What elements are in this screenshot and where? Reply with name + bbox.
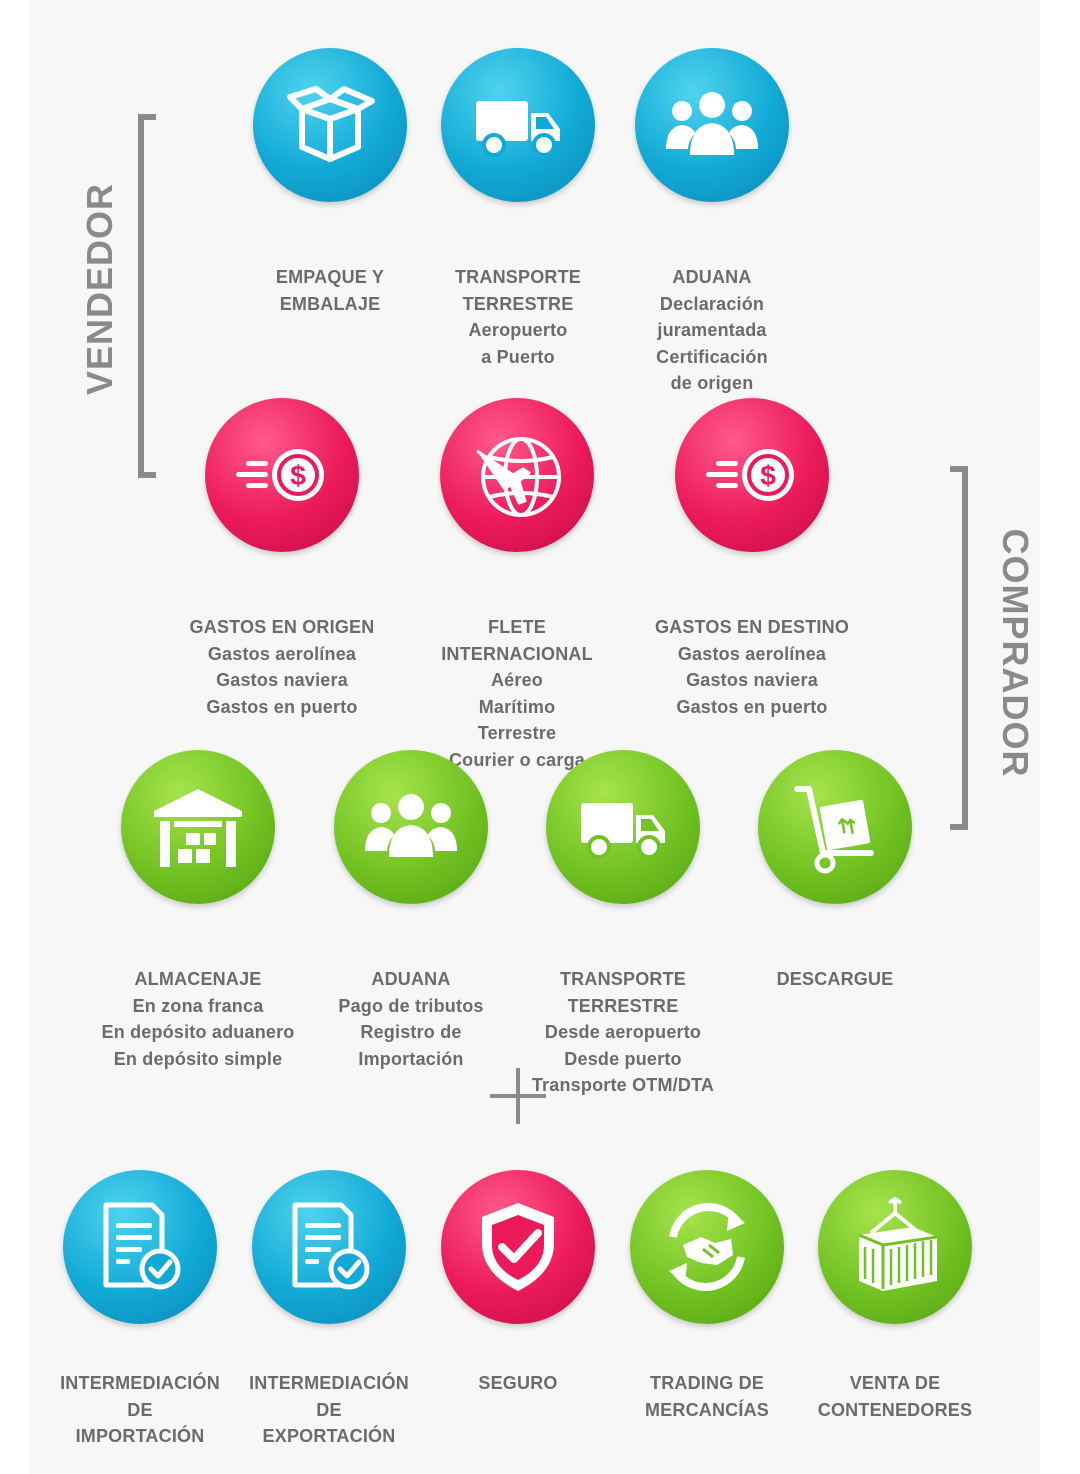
plus-icon xyxy=(490,1068,546,1124)
service-label: FLETE INTERNACIONAL Aéreo Marítimo Terre… xyxy=(441,617,593,770)
people-icon xyxy=(365,794,457,857)
svg-text:$: $ xyxy=(290,460,306,491)
service-trading: TRADING DE MERCANCÍAS xyxy=(587,1170,827,1423)
service-label: ADUANA Declaración juramentada Certifica… xyxy=(656,267,768,393)
truck-icon xyxy=(581,803,665,859)
service-label: TRADING DE MERCANCÍAS xyxy=(644,1373,769,1420)
service-transporte-comprador: TRANSPORTE TERRESTRE Desde aeropuerto De… xyxy=(503,750,743,1099)
shield-check-icon xyxy=(482,1203,554,1291)
handshake-icon xyxy=(669,1203,745,1291)
service-label: TRANSPORTE TERRESTRE Desde aeropuerto De… xyxy=(531,969,715,1095)
service-intermediacion-importacion: INTERMEDIACIÓN DE IMPORTACIÓN xyxy=(20,1170,260,1450)
service-circle xyxy=(630,1170,784,1324)
service-label: EMPAQUE Y EMBALAJE xyxy=(275,267,385,314)
svg-text:$: $ xyxy=(760,460,776,491)
seller-label: VENDEDOR xyxy=(79,182,120,395)
service-circle xyxy=(758,750,912,904)
service-circle xyxy=(635,48,789,202)
service-circle: $ xyxy=(675,398,829,552)
service-circle xyxy=(818,1170,972,1324)
service-circle xyxy=(441,48,595,202)
service-flete-internacional: FLETE INTERNACIONAL Aéreo Marítimo Terre… xyxy=(397,398,637,773)
box-icon xyxy=(287,86,375,162)
hand-truck-icon xyxy=(794,786,874,874)
service-label: SEGURO xyxy=(478,1373,558,1393)
buyer-bracket xyxy=(950,466,968,830)
money-fast-icon: $ xyxy=(236,449,324,501)
service-descargue: DESCARGUE xyxy=(715,750,955,993)
service-label: INTERMEDIACIÓN DE IMPORTACIÓN xyxy=(60,1373,220,1446)
service-aduana-vendedor: ADUANA Declaración juramentada Certifica… xyxy=(592,48,832,397)
service-intermediacion-exportacion: INTERMEDIACIÓN DE EXPORTACIÓN xyxy=(209,1170,449,1450)
service-label: GASTOS EN DESTINO Gastos aerolínea Gasto… xyxy=(654,617,850,717)
service-contenedores: VENTA DE CONTENEDORES xyxy=(775,1170,1015,1423)
service-circle xyxy=(253,48,407,202)
service-transporte-vendedor: TRANSPORTE TERRESTRE Aeropuerto a Puerto xyxy=(398,48,638,370)
service-almacenaje: ALMACENAJE En zona franca En depósito ad… xyxy=(78,750,318,1072)
service-seguro: SEGURO xyxy=(398,1170,638,1397)
service-aduana-comprador: ADUANA Pago de tributos Registro de Impo… xyxy=(291,750,531,1072)
service-circle xyxy=(441,1170,595,1324)
service-label: ALMACENAJE En zona franca En depósito ad… xyxy=(101,969,295,1069)
service-gastos-destino: $ GASTOS EN DESTINO Gastos aerolínea Gas… xyxy=(632,398,872,720)
people-icon xyxy=(666,92,758,155)
document-check-icon xyxy=(292,1202,370,1290)
service-label: GASTOS EN ORIGEN Gastos aerolínea Gastos… xyxy=(189,617,375,717)
service-circle xyxy=(440,398,594,552)
globe-plane-icon xyxy=(476,437,561,517)
container-icon xyxy=(858,1197,938,1291)
service-circle xyxy=(121,750,275,904)
service-label: INTERMEDIACIÓN DE EXPORTACIÓN xyxy=(249,1373,409,1446)
service-circle: $ xyxy=(205,398,359,552)
warehouse-icon xyxy=(154,789,242,867)
seller-bracket xyxy=(138,114,156,478)
truck-icon xyxy=(476,101,560,157)
service-circle xyxy=(334,750,488,904)
document-check-icon xyxy=(103,1202,181,1290)
service-circle xyxy=(252,1170,406,1324)
service-label: DESCARGUE xyxy=(776,969,894,989)
service-circle xyxy=(546,750,700,904)
service-label: VENTA DE CONTENEDORES xyxy=(817,1373,973,1420)
buyer-label: COMPRADOR xyxy=(995,528,1036,778)
service-empaque: EMPAQUE Y EMBALAJE xyxy=(210,48,450,317)
money-fast-icon: $ xyxy=(706,449,794,501)
service-label: TRANSPORTE TERRESTRE Aeropuerto a Puerto xyxy=(454,267,581,367)
service-gastos-origen: $ GASTOS EN ORIGEN Gastos aerolínea Gast… xyxy=(162,398,402,720)
service-label: ADUANA Pago de tributos Registro de Impo… xyxy=(338,969,484,1069)
service-circle xyxy=(63,1170,217,1324)
